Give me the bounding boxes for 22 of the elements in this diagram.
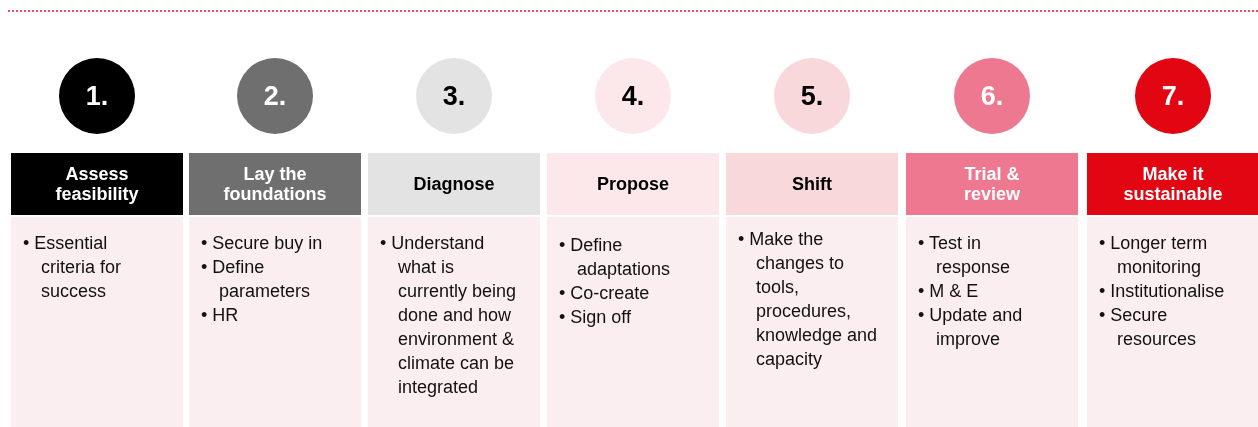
bullet-item: • Sign off [559, 306, 633, 329]
bullet-item: • Longer term monitoring [1099, 232, 1209, 279]
step-header-box: Shift [726, 153, 898, 215]
step-header-box: Propose [547, 153, 719, 215]
step-header-box: Make it sustainable [1087, 153, 1258, 215]
step-header-box: Assess feasibility [11, 153, 183, 215]
step-header-box: Trial & review [906, 153, 1078, 215]
bullet-item: • Secure resources [1099, 304, 1198, 351]
bullet-item: • Test in response [918, 232, 1012, 279]
bullet-item: • Update and improve [918, 304, 1024, 351]
bullet-item: • Essential criteria for success [23, 232, 122, 303]
step-header-box: Diagnose [368, 153, 540, 215]
bullet-item: • M & E [918, 280, 980, 303]
bullet-item: • Institutionalise [1099, 280, 1226, 303]
bullet-item: • Co-create [559, 282, 651, 305]
step-header-box: Lay the foundations [189, 153, 361, 215]
bullet-item: • Make the changes to tools, procedures, knowledge and capacity [738, 228, 878, 371]
bullet-item: • Define parameters [201, 256, 312, 303]
bullet-item: • Understand what is currently being done and how environment & climate can be integrated [380, 232, 518, 399]
bullet-item: • Define adaptations [559, 234, 672, 281]
bullet-item: • Secure buy in [201, 232, 324, 255]
bullet-item: • HR [201, 304, 240, 327]
